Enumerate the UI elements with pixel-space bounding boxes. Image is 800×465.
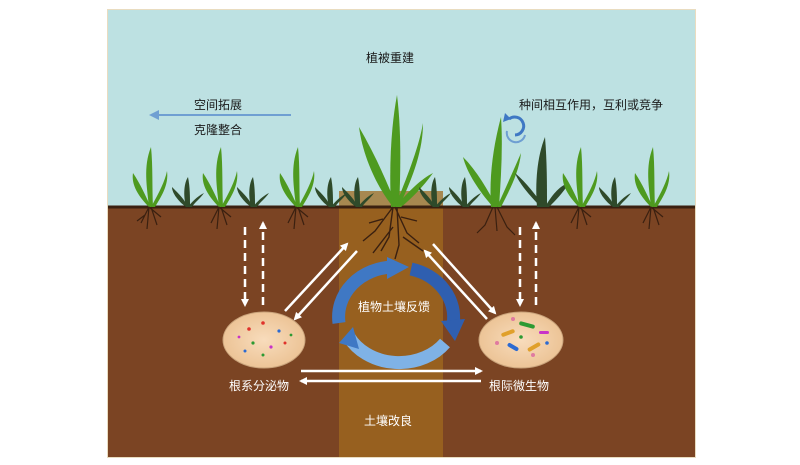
soil-improvement-label: 土壤改良 <box>364 414 413 428</box>
plant-soil-feedback-label: 植物土壤反馈 <box>358 300 431 314</box>
diagonal-arrows-left <box>284 242 358 321</box>
plant-small-4 <box>562 147 598 230</box>
interaction-loop-icon <box>503 113 526 144</box>
diagram-canvas: 植被重建 空间拓展 克隆整合 种间相互作用，互利或竞争 植物土壤反馈 根系分泌物… <box>107 9 696 458</box>
plant-small-5 <box>634 147 670 230</box>
interspecific-interaction-label: 种间相互作用，互利或竞争 <box>519 98 664 112</box>
rhizosphere-microbes-disc <box>478 311 564 369</box>
clonal-integration-label: 克隆整合 <box>194 123 243 137</box>
vegetation-reconstruction-label: 植被重建 <box>366 51 415 65</box>
plant-small-1 <box>132 147 168 230</box>
plant-medium-right <box>463 117 521 236</box>
plant-dark-competitor <box>515 137 569 207</box>
dashed-arrows-left <box>241 221 267 307</box>
plant-tall-center <box>359 95 433 260</box>
feedback-cycle-arrows <box>332 257 465 370</box>
plant-dark-3 <box>315 177 347 207</box>
plant-dark-2 <box>237 177 269 207</box>
plant-dark-6 <box>449 177 481 207</box>
dashed-arrows-right <box>516 221 540 307</box>
plant-small-3 <box>279 147 315 230</box>
root-exudates-label: 根系分泌物 <box>229 379 290 393</box>
rhizosphere-microbes-label: 根际微生物 <box>489 379 550 393</box>
plant-dark-1 <box>172 177 204 207</box>
plant-dark-5 <box>419 177 451 207</box>
spatial-expansion-label: 空间拓展 <box>194 98 243 112</box>
diagonal-arrows-right <box>423 243 497 320</box>
plant-row <box>132 95 670 260</box>
root-exudates-disc <box>222 311 306 369</box>
plant-dark-7 <box>599 177 631 207</box>
soil-improvement-column <box>339 191 443 457</box>
horizontal-arrows <box>299 367 483 385</box>
plant-small-2 <box>202 147 238 230</box>
plant-dark-4 <box>342 177 374 207</box>
